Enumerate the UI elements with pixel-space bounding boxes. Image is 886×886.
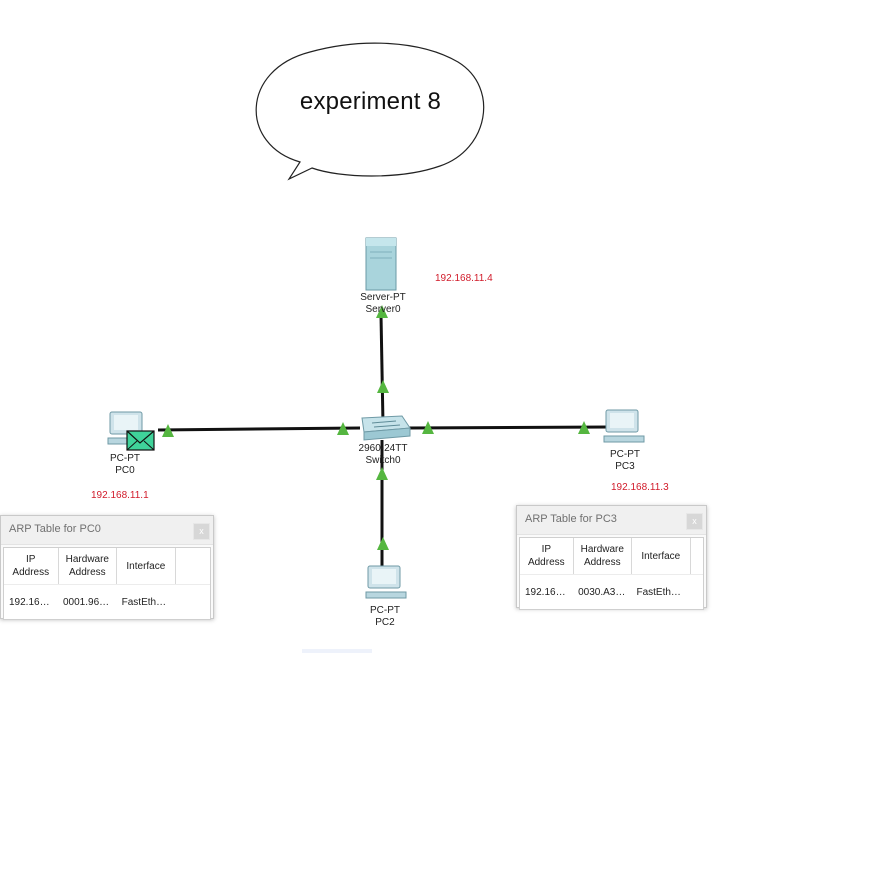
callout-text: experiment 8 — [299, 88, 442, 115]
pc3-ip-note: 192.168.11.3 — [611, 482, 669, 493]
pc3-model: PC-PT — [610, 449, 640, 460]
arp-title: ARP Table for PC0 — [9, 523, 101, 535]
link-switch-pc3[interactable] — [407, 425, 611, 430]
callout-bubble — [255, 42, 485, 181]
col-hw-line1: Hardware — [65, 554, 109, 565]
pc0-model: PC-PT — [110, 453, 140, 464]
link-up-indicator — [162, 424, 174, 437]
link-up-indicator — [578, 421, 590, 434]
server-icon[interactable] — [365, 237, 397, 291]
cell-hardware: 0001.96… — [63, 596, 110, 608]
switch-label: 2960-24TT Switch0 — [343, 443, 423, 467]
link-up-indicator — [337, 422, 349, 435]
cell-empty — [175, 585, 210, 620]
arp-titlebar[interactable]: ARP Table for PC0 x — [1, 516, 213, 545]
link-up-indicator — [422, 421, 434, 434]
close-icon[interactable]: x — [193, 523, 210, 540]
col-interface[interactable]: Interface — [116, 548, 176, 585]
pc2-model: PC-PT — [370, 605, 400, 616]
col-ip-line1: IP — [541, 544, 552, 555]
close-icon[interactable]: x — [686, 513, 703, 530]
server-ip-note: 192.168.11.4 — [435, 273, 493, 284]
col-hw-line2: Address — [68, 567, 106, 578]
server-label: Server-PT Server0 — [343, 292, 423, 316]
col-spacer — [690, 538, 703, 575]
table-row[interactable]: 192.16… 0030.A3… FastEth… — [520, 575, 703, 610]
cell-empty — [690, 575, 703, 610]
link-pc0-switch[interactable] — [157, 426, 361, 432]
col-interface[interactable]: Interface — [631, 538, 691, 575]
cell-interface: FastEth… — [121, 596, 167, 608]
envelope-icon[interactable] — [126, 430, 155, 451]
pc2-name: PC2 — [375, 617, 395, 628]
server-model: Server-PT — [360, 292, 406, 303]
col-ip-address[interactable]: IP Address — [520, 538, 574, 575]
pc3-label: PC-PT PC3 — [590, 449, 660, 473]
pc-icon[interactable] — [603, 409, 645, 443]
server-name: Server0 — [365, 304, 401, 315]
col-ip-line2: Address — [12, 567, 50, 578]
link-up-indicator — [376, 467, 388, 480]
link-up-indicator — [377, 537, 389, 550]
link-up-indicator — [377, 380, 389, 393]
pc3-name: PC3 — [615, 461, 635, 472]
switch-name: Switch0 — [365, 455, 401, 466]
pc2-label: PC-PT PC2 — [350, 605, 420, 629]
col-ip-line2: Address — [527, 557, 565, 568]
switch-model: 2960-24TT — [358, 443, 408, 454]
arp-titlebar[interactable]: ARP Table for PC3 x — [517, 506, 706, 535]
link-up-indicator — [376, 305, 388, 318]
pc0-ip-note: 192.168.11.1 — [91, 490, 149, 501]
col-hw-line2: Address — [583, 557, 621, 568]
canvas-artifact — [302, 649, 372, 653]
col-spacer — [175, 548, 210, 585]
link-server-switch[interactable] — [379, 314, 385, 425]
col-ip-line1: IP — [26, 554, 36, 565]
cell-ip: 192.16… — [525, 586, 566, 598]
table-row[interactable]: 192.16… 0001.96… FastEth… — [4, 585, 210, 620]
pc0-label: PC-PT PC0 — [90, 453, 160, 477]
cell-hardware: 0030.A3… — [578, 586, 626, 598]
cell-ip: 192.16… — [9, 596, 50, 608]
switch-icon[interactable] — [361, 415, 411, 441]
pc0-name: PC0 — [115, 465, 135, 476]
col-hw-line1: Hardware — [580, 544, 624, 555]
pc-icon[interactable] — [365, 565, 407, 599]
col-ip-address[interactable]: IP Address — [4, 548, 59, 585]
cell-interface: FastEth… — [636, 586, 681, 598]
arp-title: ARP Table for PC3 — [525, 513, 617, 525]
